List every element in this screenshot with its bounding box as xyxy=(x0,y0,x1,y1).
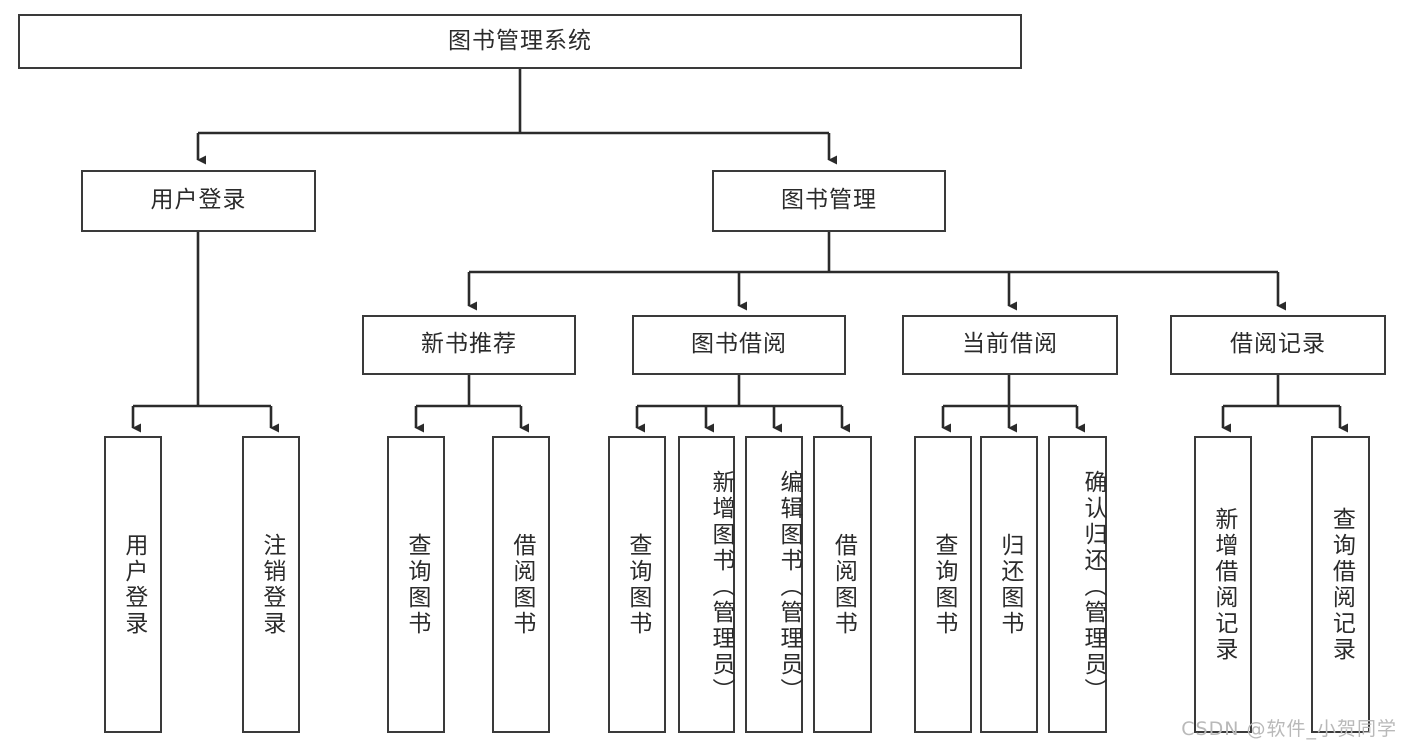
node-root-book-management-system[interactable]: 图书管理系统 xyxy=(18,14,1022,69)
node-label: 注销登录 xyxy=(258,532,285,637)
leaf-return-book[interactable]: 归还图书 xyxy=(980,436,1038,733)
node-label: 新增图书（管理员） xyxy=(708,469,734,704)
leaf-borrow-book-new-recommend[interactable]: 借阅图书 xyxy=(492,436,550,733)
node-label: 用户登录 xyxy=(120,532,147,637)
node-borrow-record[interactable]: 借阅记录 xyxy=(1170,315,1386,375)
leaf-add-borrow-record[interactable]: 新增借阅记录 xyxy=(1194,436,1252,733)
node-label: 图书借阅 xyxy=(691,331,787,358)
leaf-confirm-return-admin[interactable]: 确认归还（管理员） xyxy=(1048,436,1107,733)
node-label: 当前借阅 xyxy=(962,331,1058,358)
node-book-management[interactable]: 图书管理 xyxy=(712,170,946,232)
leaf-logout[interactable]: 注销登录 xyxy=(242,436,300,733)
node-current-borrow[interactable]: 当前借阅 xyxy=(902,315,1118,375)
node-label: 编辑图书（管理员） xyxy=(776,469,802,704)
node-book-borrow[interactable]: 图书借阅 xyxy=(632,315,846,375)
node-label: 借阅图书 xyxy=(830,532,857,637)
node-label: 借阅记录 xyxy=(1230,331,1326,358)
leaf-borrow-book-borrow[interactable]: 借阅图书 xyxy=(813,436,872,733)
node-label: 图书管理系统 xyxy=(448,27,592,54)
node-new-book-recommend[interactable]: 新书推荐 xyxy=(362,315,576,375)
node-user-login[interactable]: 用户登录 xyxy=(81,170,316,232)
node-label: 借阅图书 xyxy=(508,532,535,637)
leaf-add-book-admin[interactable]: 新增图书（管理员） xyxy=(678,436,735,733)
leaf-query-book-current[interactable]: 查询图书 xyxy=(914,436,972,733)
node-label: 用户登录 xyxy=(150,187,247,214)
leaf-query-borrow-record[interactable]: 查询借阅记录 xyxy=(1311,436,1370,733)
node-label: 查询图书 xyxy=(624,532,651,637)
leaf-edit-book-admin[interactable]: 编辑图书（管理员） xyxy=(745,436,803,733)
node-label: 新书推荐 xyxy=(421,331,517,358)
node-label: 新增借阅记录 xyxy=(1210,506,1237,663)
leaf-query-book-borrow[interactable]: 查询图书 xyxy=(608,436,666,733)
node-label: 查询图书 xyxy=(930,532,957,637)
node-label: 查询借阅记录 xyxy=(1328,506,1355,663)
leaf-query-book-new-recommend[interactable]: 查询图书 xyxy=(387,436,445,733)
node-label: 图书管理 xyxy=(781,187,877,214)
node-label: 归还图书 xyxy=(996,532,1023,637)
node-label: 查询图书 xyxy=(403,532,430,637)
leaf-user-login[interactable]: 用户登录 xyxy=(104,436,162,733)
node-label: 确认归还（管理员） xyxy=(1080,469,1106,704)
